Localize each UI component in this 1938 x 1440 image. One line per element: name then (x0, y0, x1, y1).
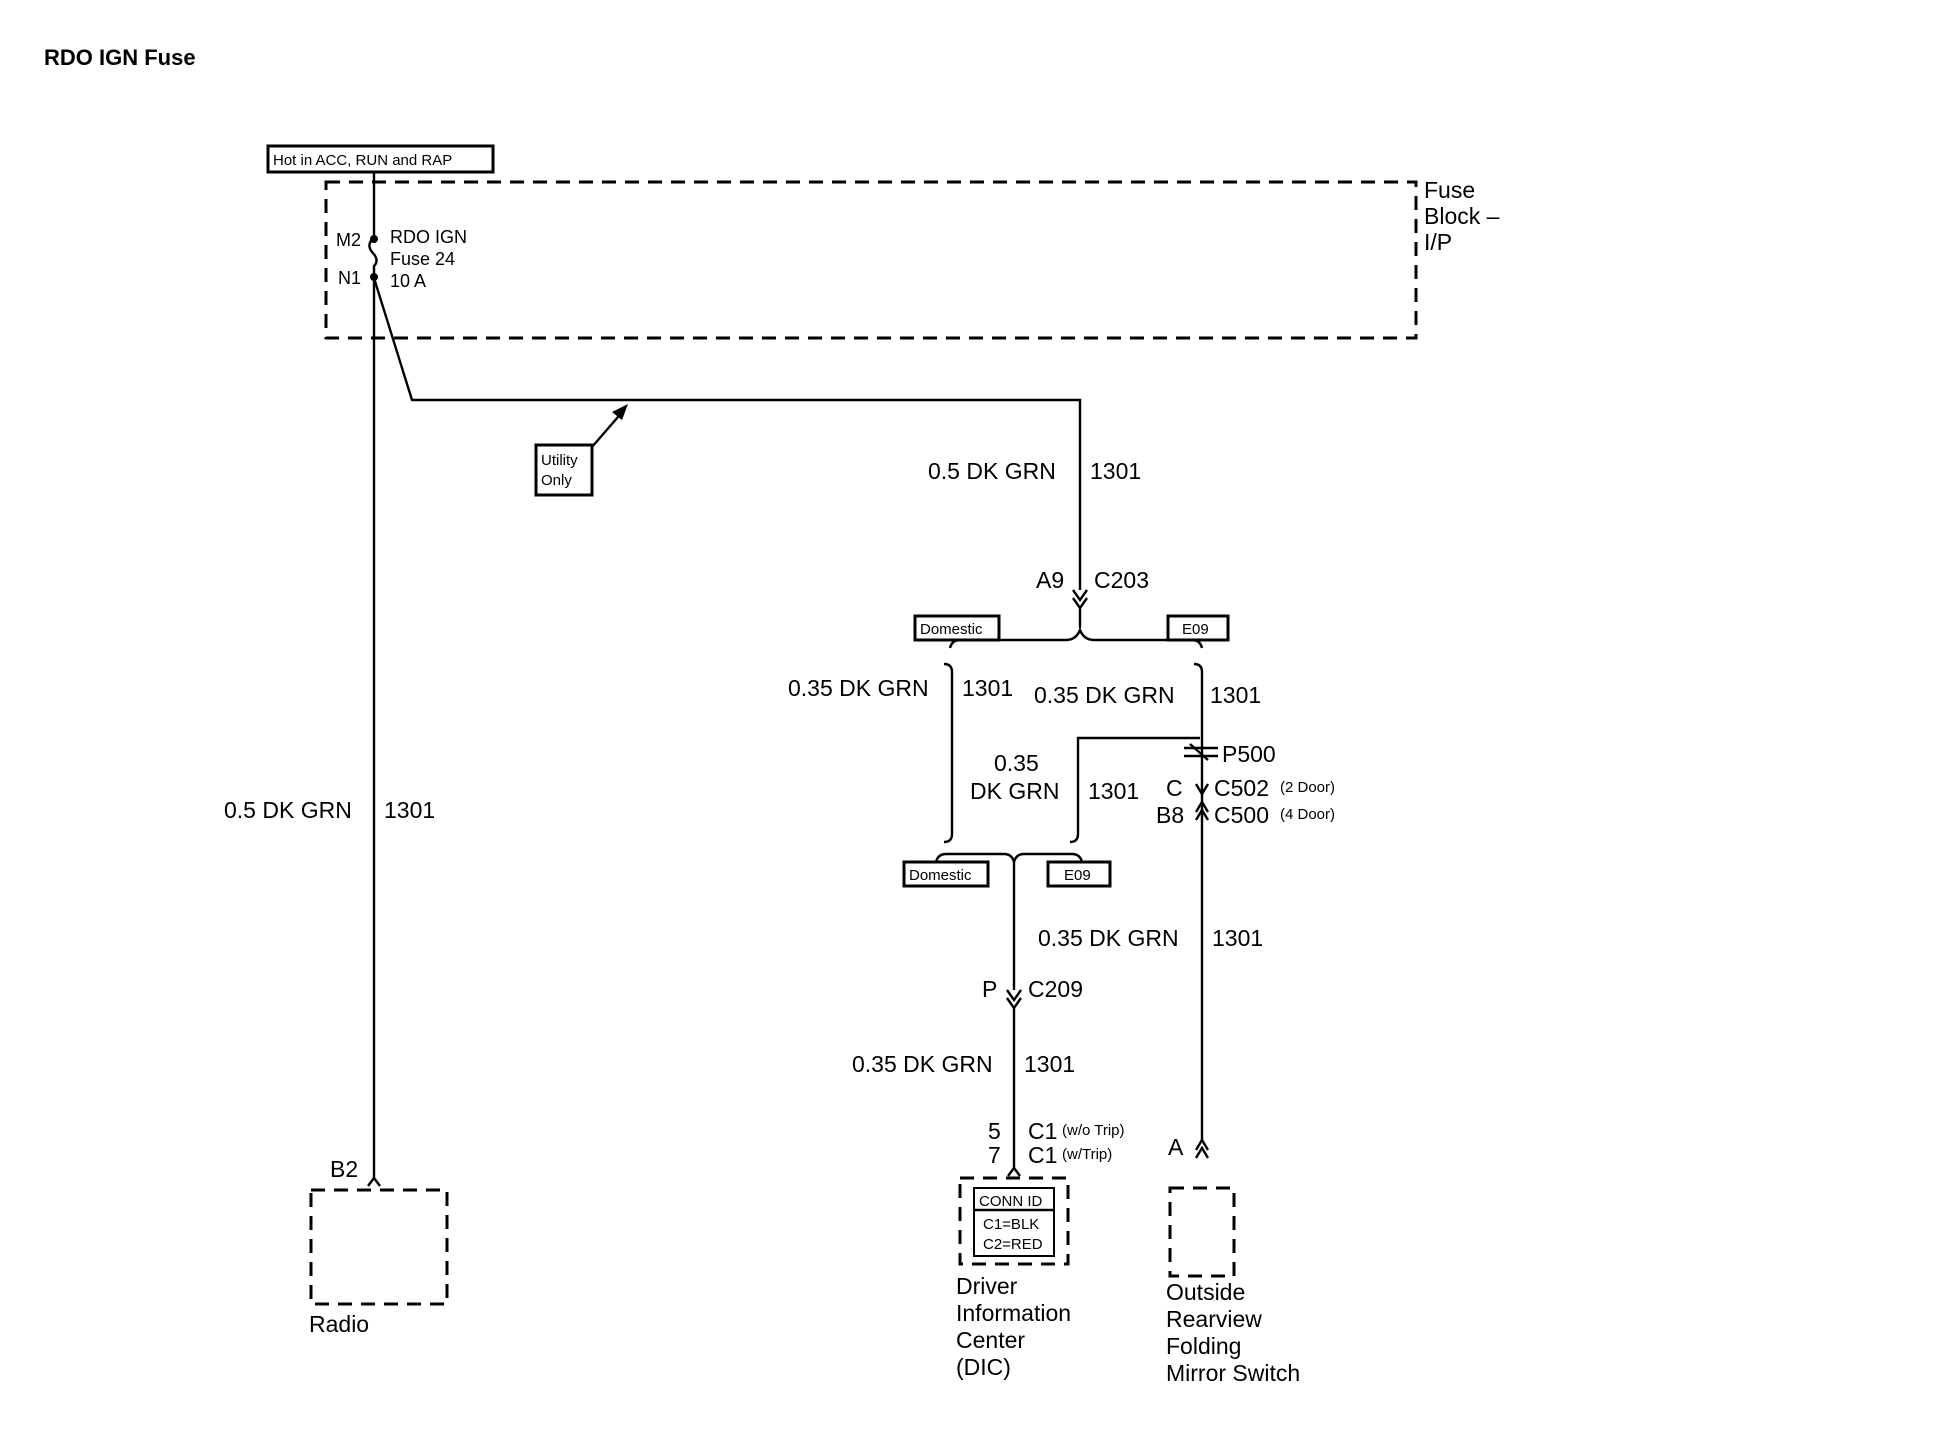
c209-pin: P (982, 976, 997, 1002)
fuse-number: Fuse 24 (390, 249, 455, 269)
c203-connector (1072, 589, 1088, 611)
option-domestic-bottom-box (902, 860, 990, 888)
wire-radio-gauge: 0.5 DK GRN (224, 797, 352, 823)
radio-connector (367, 1176, 381, 1187)
dic-label-3: Center (956, 1327, 1025, 1353)
c500-connector (1194, 799, 1210, 821)
option-e09-bottom-box (1046, 860, 1112, 888)
option-domestic-top: Domestic (920, 621, 983, 638)
c500-name: C500 (1214, 802, 1269, 828)
dic-label-2: Information (956, 1300, 1071, 1326)
c500-pin: B8 (1156, 802, 1184, 828)
c1a-note: (w/o Trip) (1062, 1122, 1125, 1139)
wire-dic-gauge: 0.35 DK GRN (852, 1051, 993, 1077)
option-e09-bottom: E09 (1064, 867, 1091, 884)
c1b-name: C1 (1028, 1142, 1057, 1168)
fuse-name: RDO IGN (390, 227, 467, 247)
c502-connector (1194, 783, 1210, 797)
mirror-label-1: Outside (1166, 1279, 1245, 1305)
c203-name: C203 (1094, 567, 1149, 593)
mirror-pin: A (1168, 1134, 1184, 1160)
p500-label: P500 (1222, 741, 1276, 767)
hot-label-box (266, 144, 495, 174)
c209-connector (1006, 989, 1022, 1011)
dic-conn-c1: C1=BLK (983, 1216, 1039, 1233)
fuse-pin-top: M2 (336, 230, 361, 250)
wire-e09-gauge: 0.35 DK GRN (1034, 682, 1175, 708)
radio-component (309, 1188, 449, 1306)
utility-arrow-head (612, 404, 628, 420)
wire-mirror-circuit: 1301 (1212, 925, 1263, 951)
wire-domestic-circuit: 1301 (962, 675, 1013, 701)
c203-pin: A9 (1036, 567, 1064, 593)
wire-e09-circuit: 1301 (1210, 682, 1261, 708)
fuse-block-label-2: Block – (1424, 203, 1500, 229)
radio-pin: B2 (330, 1156, 358, 1182)
dic-component (958, 1176, 1070, 1266)
hot-label: Hot in ACC, RUN and RAP (273, 152, 452, 169)
wire-mirror-gauge: 0.35 DK GRN (1038, 925, 1179, 951)
wire-main-circuit: 1301 (1090, 458, 1141, 484)
fuse-block-outline (324, 180, 1418, 340)
dic-conn-c2: C2=RED (983, 1236, 1043, 1253)
utility-label-1: Utility (541, 452, 578, 469)
fuse-terminal-bottom (370, 273, 378, 281)
c1-connector (1007, 1166, 1021, 1177)
p500-bar-3 (1189, 743, 1209, 761)
wire-dic-circuit: 1301 (1024, 1051, 1075, 1077)
radio-label: Radio (309, 1311, 369, 1337)
wire-mid-gauge-1: 0.35 (994, 750, 1039, 776)
c500-note: (4 Door) (1280, 806, 1335, 823)
wire-domestic-gauge: 0.35 DK GRN (788, 675, 929, 701)
utility-label-2: Only (541, 472, 572, 489)
c502-note: (2 Door) (1280, 779, 1335, 796)
fuse-rating: 10 A (390, 271, 426, 291)
utility-box (534, 443, 594, 497)
mirror-switch-component (1168, 1186, 1236, 1278)
wire-e09 (1193, 662, 1204, 1140)
dic-label-4: (DIC) (956, 1354, 1011, 1380)
c1b-pin: 7 (988, 1142, 1001, 1168)
mirror-label-3: Folding (1166, 1333, 1241, 1359)
option-e09-top-box (1166, 614, 1230, 642)
fuse-block-label-1: Fuse (1424, 177, 1475, 203)
mirror-connector (1194, 1137, 1210, 1159)
option-domestic-bottom: Domestic (909, 867, 972, 884)
wire-mid-circuit: 1301 (1088, 778, 1139, 804)
option-e09-top: E09 (1182, 621, 1209, 638)
c209-name: C209 (1028, 976, 1083, 1002)
wire-p500-branch (1069, 736, 1200, 844)
mirror-label-2: Rearview (1166, 1306, 1262, 1332)
dic-conn-id: CONN ID (979, 1193, 1043, 1210)
dic-conn-id-box (973, 1187, 1055, 1257)
c1b-note: (w/Trip) (1062, 1146, 1112, 1163)
fuse-block-label-3: I/P (1424, 229, 1452, 255)
dic-label-1: Driver (956, 1273, 1018, 1299)
diagram-title: RDO IGN Fuse (44, 45, 196, 70)
wire-radio-circuit: 1301 (384, 797, 435, 823)
fuse-element (368, 172, 378, 278)
wire-mid-gauge-2: DK GRN (970, 778, 1059, 804)
fuse-terminal-top (370, 235, 378, 243)
option-domestic-top-box (913, 614, 1001, 642)
wire-domestic (943, 662, 954, 844)
wire-main (372, 277, 1082, 590)
fuse-pin-bottom: N1 (338, 268, 361, 288)
c502-pin: C (1166, 775, 1183, 801)
mirror-label-4: Mirror Switch (1166, 1360, 1300, 1386)
c502-name: C502 (1214, 775, 1269, 801)
wire-main-gauge: 0.5 DK GRN (928, 458, 1056, 484)
c1a-name: C1 (1028, 1118, 1057, 1144)
c1a-pin: 5 (988, 1118, 1001, 1144)
